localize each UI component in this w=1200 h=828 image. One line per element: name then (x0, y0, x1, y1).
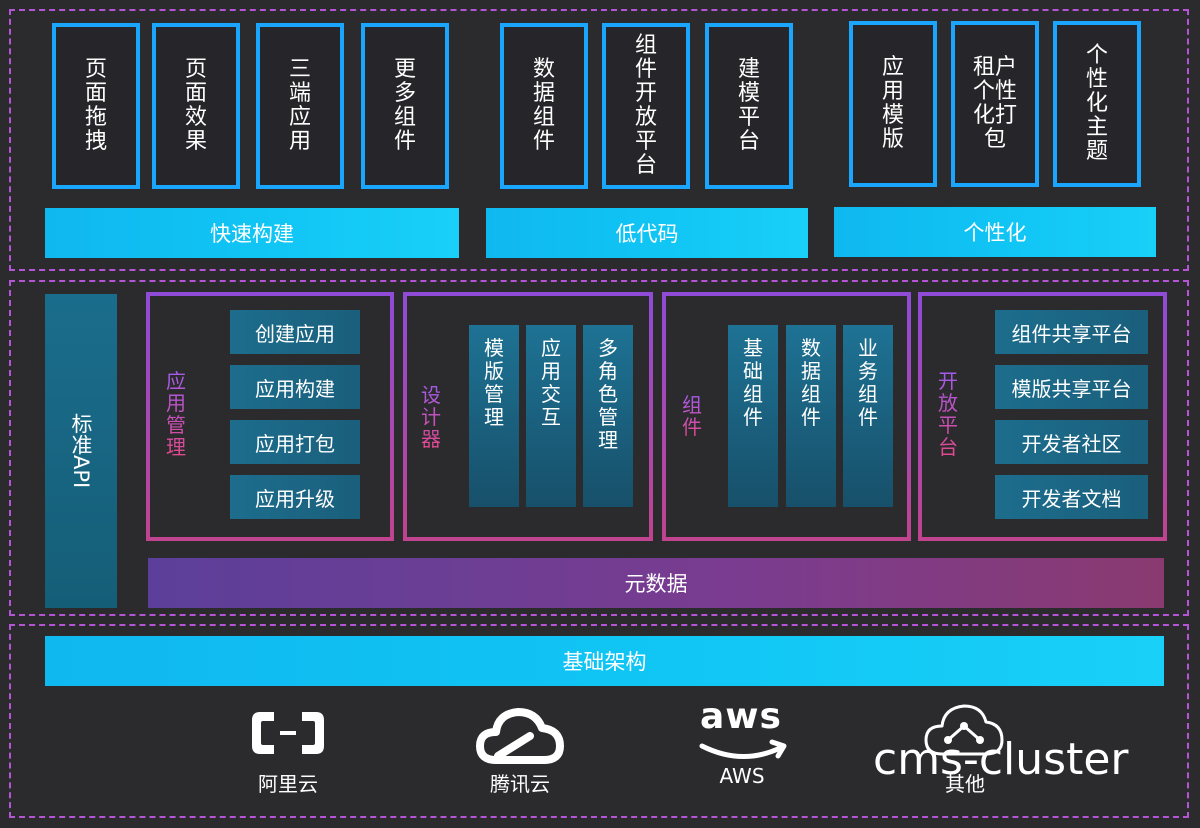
box-custom-theme: 个性化主题 (1053, 21, 1141, 187)
item-template-management[interactable]: 模版管理 (469, 325, 519, 507)
components-panel: 组件 基础组件 数据组件 业务组件 (662, 292, 911, 541)
panel-label-text: 设计器 (421, 383, 441, 451)
box-label: 三端应用 (288, 57, 311, 154)
box-label: 建模平台 (737, 57, 760, 154)
item-developer-docs[interactable]: 开发者文档 (995, 475, 1148, 519)
item-component-sharing-platform[interactable]: 组件共享平台 (995, 310, 1148, 354)
watermark-text: cms-cluster (873, 734, 1129, 785)
item-app-interaction[interactable]: 应用交互 (526, 325, 576, 507)
box-more-components: 更多组件 (361, 23, 449, 189)
box-label: 页面效果 (184, 57, 207, 154)
designer-panel: 设计器 模版管理 应用交互 多角色管理 (403, 292, 653, 541)
item-build-app[interactable]: 应用构建 (230, 365, 360, 409)
item-create-app[interactable]: 创建应用 (230, 310, 360, 354)
aliyun-logo-icon (248, 706, 328, 760)
open-platform-panel: 开放平台 组件共享平台 模版共享平台 开发者社区 开发者文档 (918, 292, 1167, 541)
others-label: 其他 (945, 772, 985, 796)
bottom-section-frame (9, 624, 1189, 818)
item-developer-community[interactable]: 开发者社区 (995, 420, 1148, 464)
bar-low-code: 低代码 (486, 208, 808, 258)
app-management-label: 应用管理 (164, 370, 188, 458)
box-label: 组件开放平台 (634, 33, 657, 178)
item-label: 模版管理 (484, 336, 504, 429)
item-data-components[interactable]: 数据组件 (786, 325, 836, 507)
box-label: 个性化主题 (1085, 43, 1108, 164)
box-label: 应用模版 (881, 55, 904, 152)
box-label: 更多组件 (393, 57, 416, 154)
bar-personalization: 个性化 (834, 207, 1156, 257)
box-component-open-platform: 组件开放平台 (602, 23, 690, 189)
bar-quick-build: 快速构建 (45, 208, 459, 258)
box-tenant-custom-package: 租户个性化打包 (951, 21, 1039, 187)
components-label: 组件 (680, 394, 704, 438)
tencent-cloud-label: 腾讯云 (490, 772, 550, 796)
item-business-components[interactable]: 业务组件 (843, 325, 893, 507)
box-data-components: 数据组件 (500, 23, 588, 189)
standard-api-label: 标准API (69, 413, 93, 489)
aws-label: AWS (719, 764, 765, 788)
box-label: 租户个性化打包 (972, 55, 1017, 152)
box-three-platform-app: 三端应用 (256, 23, 344, 189)
panel-label-text: 组件 (682, 393, 702, 439)
open-platform-label: 开放平台 (936, 370, 960, 458)
aliyun-label: 阿里云 (258, 772, 318, 796)
item-label: 应用交互 (541, 336, 561, 429)
item-label: 多角色管理 (598, 336, 618, 452)
item-label: 业务组件 (858, 336, 878, 429)
box-label: 页面拖拽 (84, 57, 107, 154)
cloud-network-icon (922, 700, 1006, 762)
aws-logo-text: aws (700, 696, 782, 737)
item-basic-components[interactable]: 基础组件 (728, 325, 778, 507)
item-multi-role-management[interactable]: 多角色管理 (583, 325, 633, 507)
metadata-bar: 元数据 (148, 558, 1164, 608)
item-template-sharing-platform[interactable]: 模版共享平台 (995, 365, 1148, 409)
box-app-template: 应用模版 (849, 21, 937, 187)
box-page-effects: 页面效果 (152, 23, 240, 189)
item-label: 基础组件 (743, 336, 763, 429)
panel-label-text: 开放平台 (938, 369, 958, 459)
item-package-app[interactable]: 应用打包 (230, 420, 360, 464)
designer-label: 设计器 (419, 384, 443, 450)
panel-label-text: 应用管理 (166, 369, 186, 459)
aws-logo-icon: aws (694, 696, 794, 762)
middle-section-frame (9, 280, 1189, 616)
box-label: 数据组件 (532, 57, 555, 154)
bar-infrastructure: 基础架构 (45, 636, 1164, 686)
app-management-panel: 应用管理 创建应用 应用构建 应用打包 应用升级 (146, 292, 394, 541)
item-label: 数据组件 (801, 336, 821, 429)
standard-api-column: 标准API (45, 294, 117, 608)
box-page-drag: 页面拖拽 (52, 23, 140, 189)
tencent-cloud-logo-icon (474, 704, 566, 766)
item-upgrade-app[interactable]: 应用升级 (230, 475, 360, 519)
top-section-frame (9, 9, 1189, 271)
box-modeling-platform: 建模平台 (705, 23, 793, 189)
